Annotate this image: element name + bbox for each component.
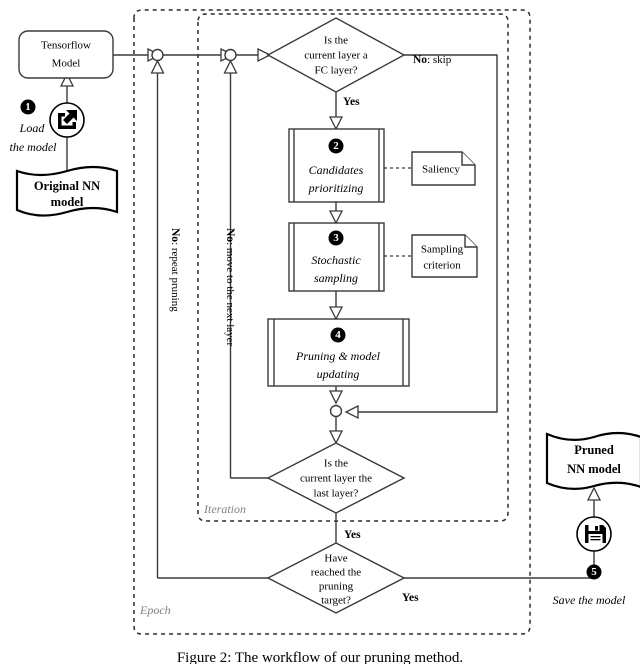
saliency-label: Saliency — [422, 164, 460, 176]
junction-merge-iteration — [224, 48, 237, 62]
arrowhead-into-last-layer — [328, 430, 344, 445]
criterion-note-shape — [411, 234, 478, 278]
group-label-epoch: Epoch — [139, 603, 171, 617]
group-label-iteration: Iteration — [203, 502, 246, 516]
load-label-line1: Load — [19, 121, 46, 135]
decision-target-line2: reached the — [311, 567, 361, 579]
arrowhead-decision-fc-in — [257, 47, 272, 63]
decision-fc-line2: current layer a — [304, 50, 368, 62]
badge-3-number: 3 — [333, 232, 339, 244]
edge-label-fc-no-rest: : skip — [427, 54, 452, 66]
edge-label-repeat-pruning-bold: No — [169, 228, 181, 242]
tensorflow-model-line1: Tensorflow — [41, 40, 91, 52]
action-save-model[interactable]: 5 Save the model — [553, 516, 626, 607]
criterion-note-fold — [464, 235, 477, 248]
edge-label-repeat-pruning-rest: : repeat pruning — [169, 242, 181, 312]
edge-label-target-yes: Yes — [402, 592, 419, 604]
saliency-note-shape — [411, 151, 476, 186]
badge-2-circle — [328, 138, 344, 154]
sampling-line2: sampling — [314, 271, 358, 285]
decision-fc-line1: Is the — [324, 35, 348, 47]
pruned-nn-document-shape — [545, 431, 640, 490]
tensorflow-model-box — [18, 30, 114, 79]
junction-merge-skip — [329, 404, 343, 418]
edge-label-repeat-pruning: No: repeat pruning — [169, 228, 181, 312]
tensorflow-model-line2: Model — [52, 58, 81, 70]
group-boundary-epoch — [133, 9, 531, 635]
action-load-model[interactable]: 1 Load the model — [10, 99, 85, 154]
badge-1-number: 1 — [25, 101, 31, 113]
arrowhead-into-sampling — [328, 210, 344, 225]
floppy-disk-icon[interactable] — [585, 525, 606, 543]
load-label-line2: the model — [10, 140, 58, 154]
pruned-nn-line2: NN model — [567, 462, 621, 476]
arrowhead-junction2-bottom — [223, 59, 238, 74]
arrowhead-into-pruning — [328, 306, 344, 321]
edge-label-move-next-layer: No: move to the next layer — [224, 228, 236, 347]
pruned-nn-line1: Pruned — [574, 443, 614, 457]
badge-4-number: 4 — [335, 329, 341, 341]
edge-label-move-next-layer-bold: No — [224, 228, 236, 242]
edge-label-fc-yes: Yes — [343, 96, 360, 108]
edge-target-yes-to-save — [404, 551, 595, 579]
save-label-line1: Save the model — [553, 593, 626, 607]
edge-label-fc-no-bold: No — [413, 54, 427, 66]
badge-4-circle — [330, 327, 346, 343]
node-step-candidates-prioritizing[interactable]: 2 Candidates prioritizing — [288, 128, 385, 203]
arrowhead-junction1-bottom — [150, 59, 165, 74]
node-original-nn-model[interactable]: Original NN model — [15, 165, 119, 217]
decision-fc-diamond — [266, 17, 406, 93]
decision-target-line3: pruning — [319, 581, 354, 593]
group-boundary-iteration — [197, 13, 509, 522]
original-nn-line1: Original NN — [34, 179, 100, 193]
arrowhead-into-model — [59, 72, 75, 87]
decision-last-layer-line3: last layer? — [314, 488, 359, 500]
note-sampling-criterion: Sampling criterion — [411, 234, 478, 278]
candidates-line2: prioritizing — [308, 181, 364, 195]
decision-target-line1: Have — [324, 553, 347, 565]
decision-last-layer-diamond — [266, 442, 406, 514]
decision-target-line4: target? — [321, 595, 351, 607]
junction-merge-epoch — [151, 48, 164, 62]
decision-target-diamond — [266, 542, 406, 614]
arrowhead-into-candidates — [328, 116, 344, 131]
pruning-line2: updating — [317, 367, 360, 381]
arrowhead-into-merge — [328, 390, 344, 405]
badge-2-number: 2 — [333, 140, 339, 152]
sampling-line1: Stochastic — [311, 253, 361, 267]
node-decision-fc-layer[interactable]: Is the current layer a FC layer? — [266, 17, 406, 93]
candidates-line1: Candidates — [309, 163, 364, 177]
badge-5-number: 5 — [591, 566, 597, 578]
node-decision-pruning-target[interactable]: Have reached the pruning target? — [266, 542, 406, 614]
badge-1-circle — [20, 99, 36, 115]
node-decision-last-layer[interactable]: Is the current layer the last layer? — [266, 442, 406, 514]
decision-last-layer-line2: current layer the — [300, 473, 372, 485]
criterion-line2: criterion — [423, 260, 461, 272]
original-nn-document-shape — [15, 165, 119, 217]
import-icon[interactable] — [58, 110, 77, 129]
edge-label-move-next-layer-rest: : move to the next layer — [224, 242, 236, 346]
node-tensorflow-model[interactable]: Tensorflow Model — [18, 30, 114, 79]
decision-fc-line3: FC layer? — [314, 65, 357, 77]
node-step-stochastic-sampling[interactable]: 3 Stochastic sampling — [288, 222, 385, 292]
arrowhead-skip-into-merge — [344, 404, 359, 420]
badge-3-circle — [328, 230, 344, 246]
criterion-line1: Sampling — [421, 244, 464, 256]
node-pruned-nn-model[interactable]: Pruned NN model — [545, 431, 640, 490]
node-step-pruning-updating[interactable]: 4 Pruning & model updating — [267, 318, 410, 387]
note-saliency: Saliency — [411, 151, 476, 186]
edge-fc-no-skip — [352, 54, 498, 413]
arrowhead-into-pruned-model — [586, 486, 602, 501]
decision-last-layer-line1: Is the — [324, 458, 348, 470]
pruning-line1: Pruning & model — [295, 349, 381, 363]
original-nn-line2: model — [51, 195, 84, 209]
saliency-note-fold — [461, 152, 475, 166]
edge-label-last-layer-yes: Yes — [344, 529, 361, 541]
figure-caption: Figure 2: The workflow of our pruning me… — [177, 650, 463, 664]
badge-5-circle — [586, 564, 602, 580]
edge-label-fc-no: No: skip — [413, 54, 452, 66]
